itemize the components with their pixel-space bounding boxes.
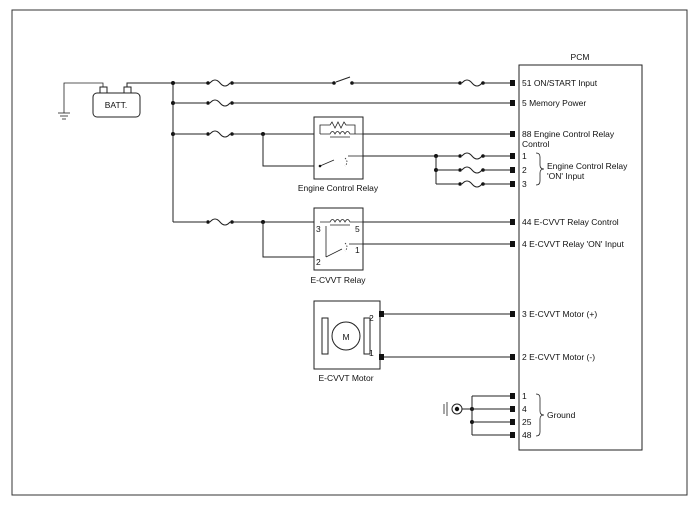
ecvvt-relay-label: E-CVVT Relay [310, 275, 366, 285]
fuse-icon [206, 130, 234, 138]
pcm-terminal [510, 80, 515, 86]
ecvvt-relay: 3 5 2 1 [313, 207, 364, 271]
ground-pin-1: 1 [522, 391, 527, 401]
ecvvt-relay-pin-2: 2 [316, 257, 321, 267]
ground-label: Ground [547, 410, 576, 420]
pcm-terminal [510, 393, 515, 399]
pcm-terminal [510, 219, 515, 225]
ecvvt-relay-pin-3: 3 [316, 224, 321, 234]
pcm-terminal [510, 181, 515, 187]
diagram-frame [11, 9, 688, 496]
ecr-on-pin-3: 3 [522, 179, 527, 189]
fuse-icon [206, 99, 234, 107]
fuse-icon [458, 180, 485, 188]
pcm-terminal [510, 311, 515, 317]
ground-pin-25: 25 [522, 417, 532, 427]
motor-pin-2: 2 [369, 313, 374, 323]
ground-pin-4: 4 [522, 404, 527, 414]
ecvvt-motor-label: E-CVVT Motor [318, 373, 373, 383]
engine-control-relay [313, 116, 364, 180]
pcm-terminal [510, 432, 515, 438]
fuse-icon [458, 166, 485, 174]
fuse-icon [458, 79, 485, 87]
pcm-terminal [510, 419, 515, 425]
ecr-on-brace [535, 152, 545, 186]
pcm-pin-88: 88 Engine Control Relay [522, 129, 615, 139]
pcm-box [518, 64, 643, 451]
ignition-switch-icon [332, 76, 354, 85]
ground-pin-48: 48 [522, 430, 532, 440]
ecvvt-relay-pin-5: 5 [355, 224, 360, 234]
motor-symbol: M [342, 332, 349, 342]
engine-control-relay-label: Engine Control Relay [298, 183, 379, 193]
pcm-terminal [510, 131, 515, 137]
pcm-terminal [510, 354, 515, 360]
pcm-terminal [510, 100, 515, 106]
ground-icon [58, 82, 104, 120]
pcm-pin-3: 3 E-CVVT Motor (+) [522, 309, 597, 319]
chassis-ground-icon [443, 402, 463, 416]
junction-dot [171, 81, 175, 85]
pcm-terminal [510, 241, 515, 247]
ecvvt-motor: M 2 1 [313, 300, 384, 370]
pcm-pin-44: 44 E-CVVT Relay Control [522, 217, 619, 227]
ecvvt-relay-pin-1: 1 [355, 245, 360, 255]
pcm-terminal [510, 167, 515, 173]
ground-brace [535, 393, 545, 437]
ecr-on-pin-1: 1 [522, 151, 527, 161]
battery-symbol: BATT. [92, 86, 141, 118]
ecr-on-label: Engine Control Relay [547, 161, 628, 171]
pcm-pin-88-line2: Control [522, 139, 550, 149]
ecr-on-label-line2: 'ON' Input [547, 171, 585, 181]
fuse-icon [206, 218, 234, 226]
pcm-terminal [510, 153, 515, 159]
battery-label: BATT. [105, 100, 128, 110]
pcm-pin-4: 4 E-CVVT Relay 'ON' Input [522, 239, 624, 249]
fuse-icon [458, 152, 485, 160]
motor-pin-1: 1 [369, 348, 374, 358]
pcm-pin-2: 2 E-CVVT Motor (-) [522, 352, 595, 362]
fuse-icon [206, 79, 234, 87]
pcm-pin-5: 5 Memory Power [522, 98, 586, 108]
ecr-on-pin-2: 2 [522, 165, 527, 175]
pcm-title: PCM [571, 52, 590, 62]
pcm-terminal [510, 406, 515, 412]
pcm-pin-51: 51 ON/START Input [522, 78, 598, 88]
